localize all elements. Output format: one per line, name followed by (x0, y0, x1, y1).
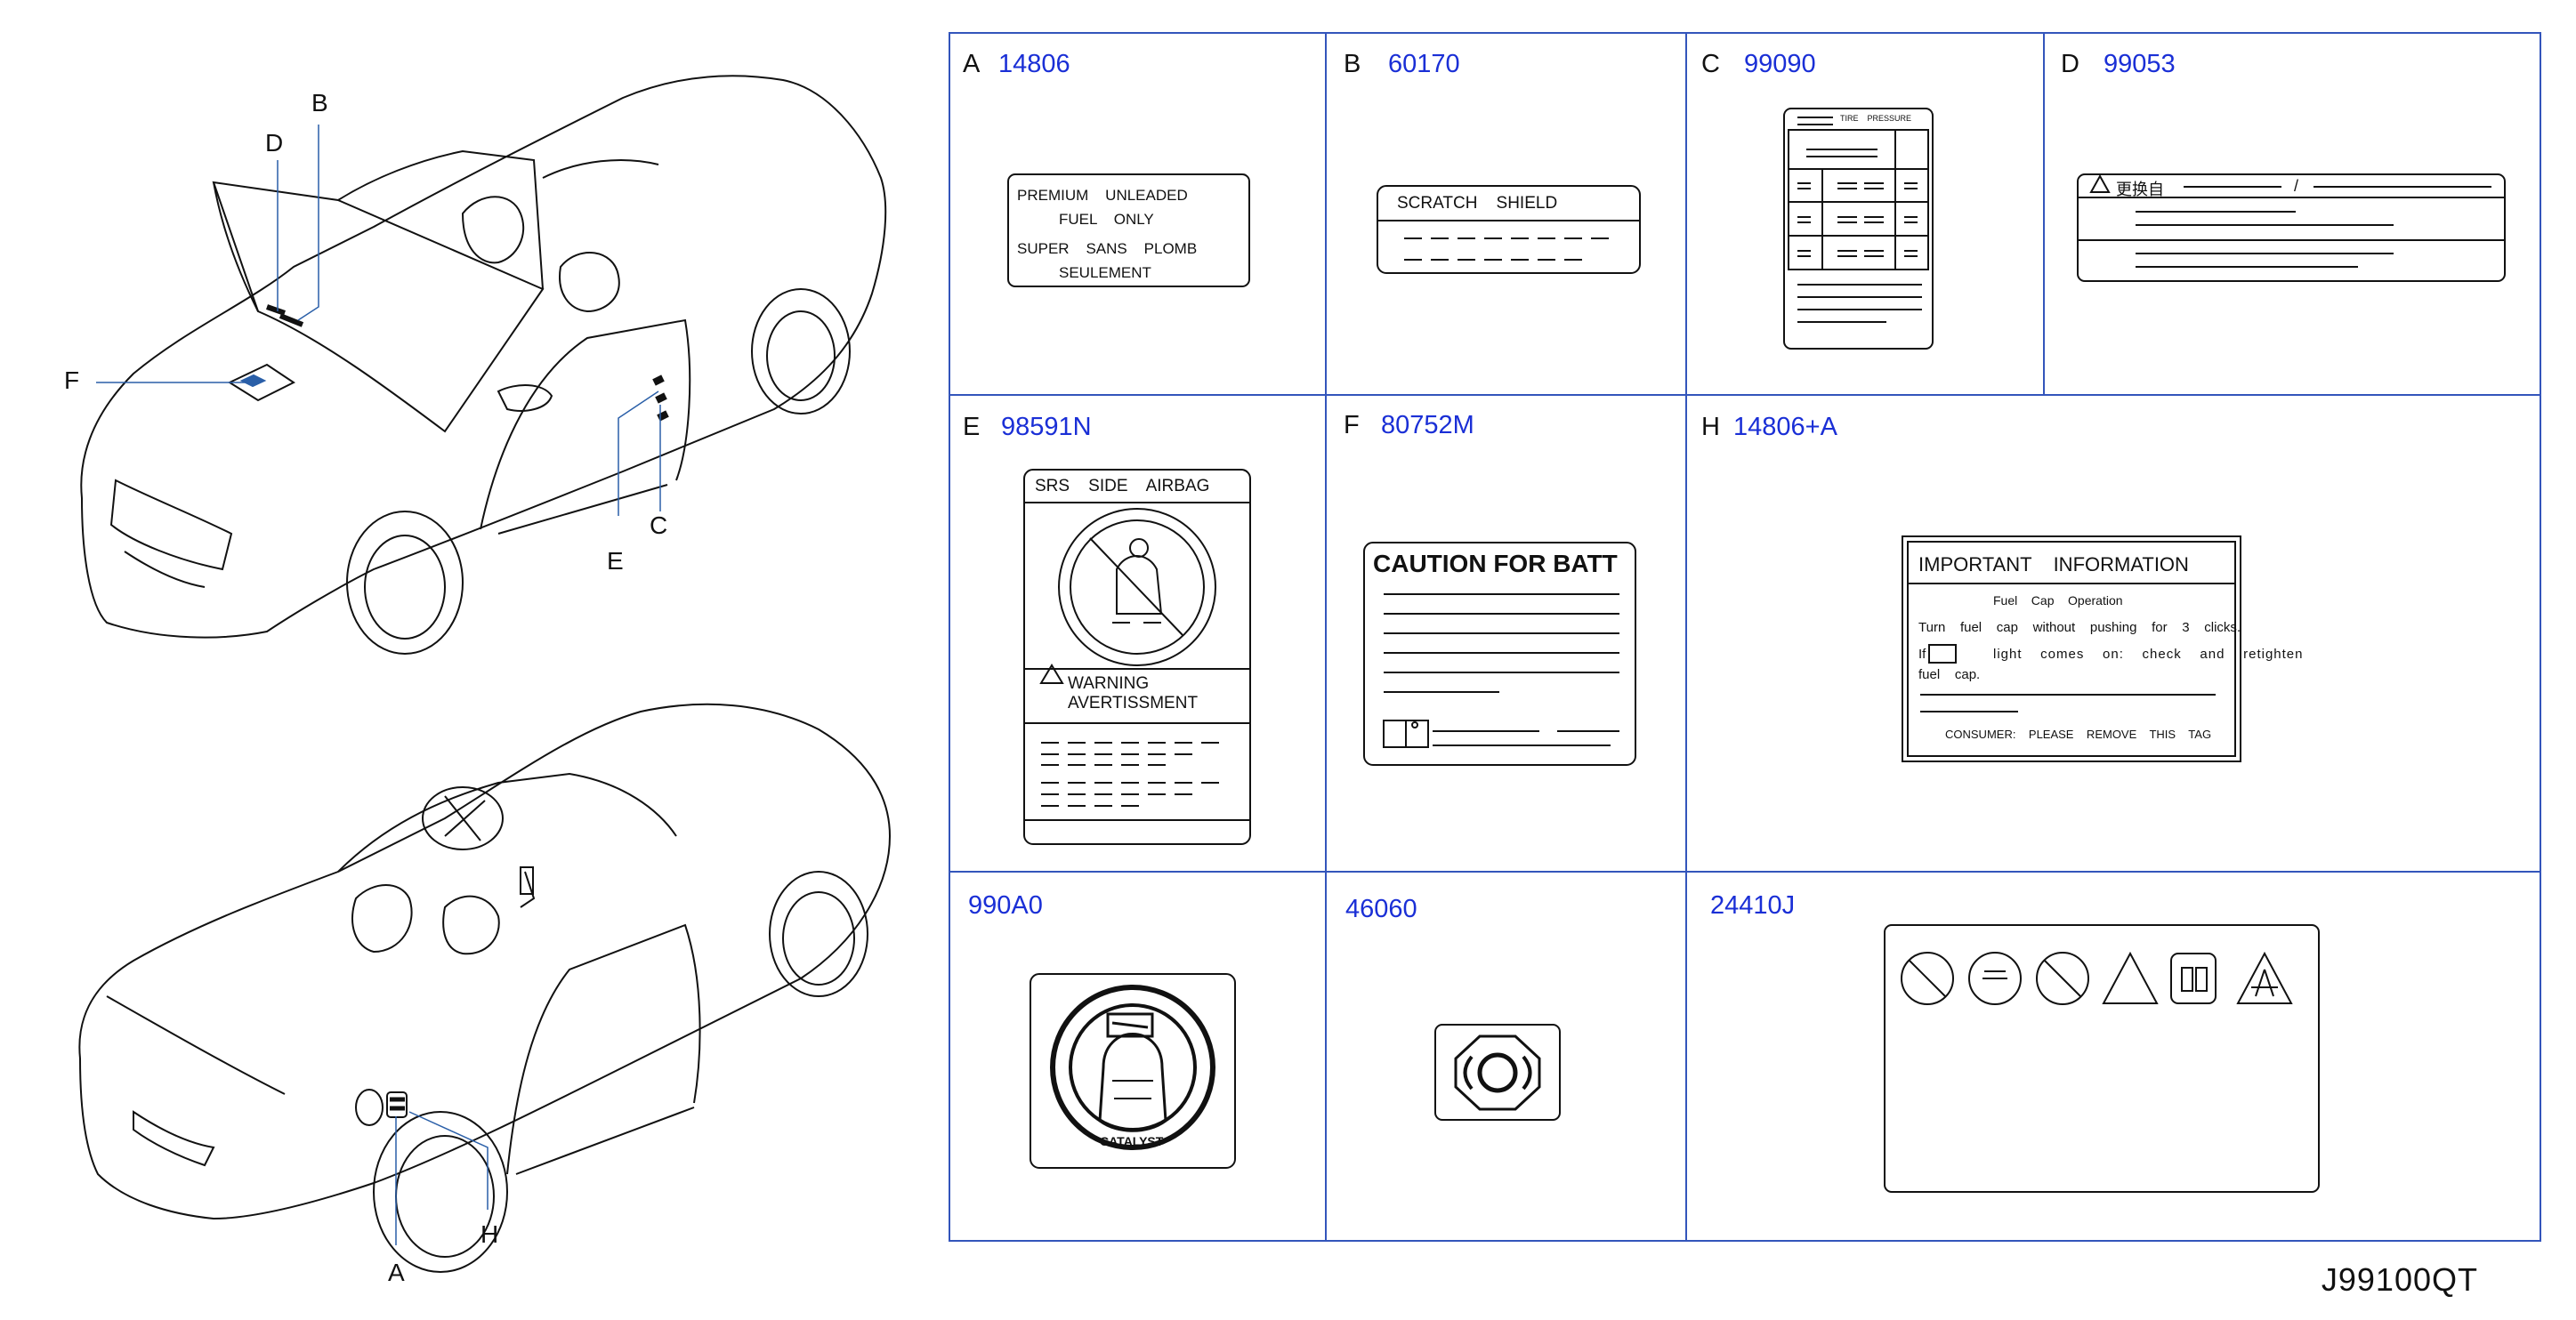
label-h-line3: fuel cap. (1918, 667, 1981, 682)
label-h-code: 14806+A (1733, 413, 1837, 441)
label-24410j-code: 24410J (1710, 891, 1796, 920)
callout-a: A (388, 1259, 405, 1286)
label-a-letter: A (963, 50, 981, 78)
label-h-line1: Turn fuel cap without pushing for 3 clic… (1918, 620, 2241, 635)
label-a-line4: SEULEMENT (1059, 264, 1151, 281)
callout-d: D (265, 129, 284, 157)
drawing-number: J99100QT (2321, 1261, 2478, 1298)
car-top-hood-open (80, 75, 887, 655)
label-990a0-catalyst: CATALYST (1100, 1134, 1164, 1148)
label-f-code: 80752M (1381, 411, 1474, 439)
label-e-letter: E (963, 413, 981, 441)
label-d-header: 更换自 (2116, 181, 2164, 198)
label-f-title: CAUTION FOR BATT (1373, 550, 1618, 577)
label-990a0-code: 990A0 (968, 891, 1043, 920)
label-e-code: 98591N (1001, 413, 1092, 441)
callout-b: B (311, 89, 328, 117)
label-h-line2a: If (1918, 647, 1926, 662)
callout-c: C (650, 511, 668, 539)
label-h-footer: CONSUMER: PLEASE REMOVE THIS TAG (1945, 728, 2212, 741)
car-bottom (78, 703, 892, 1273)
label-b-title: SCRATCH SHIELD (1397, 194, 1558, 213)
label-e-warning2: AVERTISSMENT (1068, 694, 1199, 712)
label-c-code: 99090 (1744, 50, 1816, 78)
label-d-code: 99053 (2104, 50, 2176, 78)
car-illustrations (78, 75, 892, 1273)
label-h-line2b: light comes on: check and retighten (1993, 647, 2304, 662)
label-a-code: 14806 (998, 50, 1070, 78)
label-f-letter: F (1344, 411, 1360, 439)
label-c-header: TIRE PRESSURE (1840, 114, 1912, 123)
label-a-line3: SUPER SANS PLOMB (1017, 240, 1198, 257)
label-e-warning: WARNING (1068, 674, 1150, 693)
label-a-line1: PREMIUM UNLEADED (1017, 187, 1188, 204)
label-d-letter: D (2061, 50, 2079, 78)
label-b-code: 60170 (1388, 50, 1460, 78)
label-c-letter: C (1701, 50, 1720, 78)
callout-e: E (607, 547, 624, 575)
callout-h: H (480, 1220, 499, 1248)
callout-f: F (64, 366, 80, 394)
label-46060-code: 46060 (1345, 895, 1417, 923)
label-h-letter: H (1701, 413, 1720, 441)
label-d-slash: / (2294, 177, 2299, 195)
label-a-line2: FUEL ONLY (1059, 211, 1154, 228)
label-h-title: IMPORTANT INFORMATION (1918, 553, 2189, 575)
label-h-subtitle: Fuel Cap Operation (1993, 593, 2123, 608)
label-b-letter: B (1344, 50, 1361, 78)
label-e-title: SRS SIDE AIRBAG (1035, 477, 1210, 495)
